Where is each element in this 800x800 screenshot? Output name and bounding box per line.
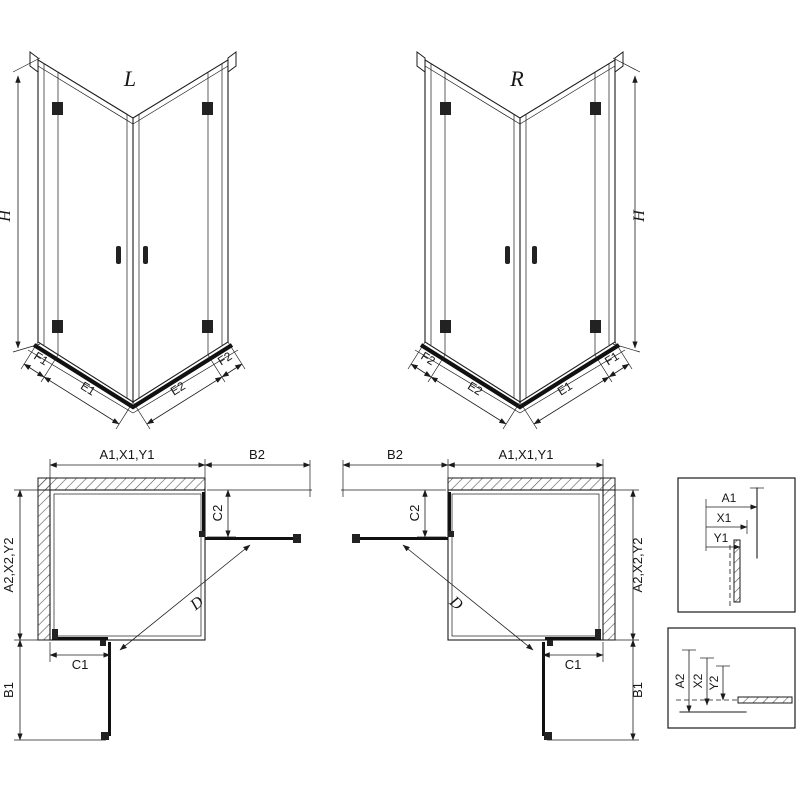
wall-profile-right <box>227 51 237 73</box>
dim-label-e1: E1 <box>78 379 98 399</box>
dim-label-a2x2y2: A2,X2,Y2 <box>630 538 645 593</box>
hinge-icon <box>202 320 213 333</box>
plan-view-left: A1,X1,Y1 B2 C2 A2,X2,Y2 B1 C1 D <box>1 447 312 741</box>
dim-label-b1: B1 <box>1 682 16 698</box>
hinge-icon <box>590 320 601 333</box>
hinge-icon <box>448 531 454 537</box>
dim-label-b2: B2 <box>249 447 265 462</box>
dim-label-f2: F2 <box>215 349 235 368</box>
dim-label-a2x2y2: A2,X2,Y2 <box>1 538 16 593</box>
door-tip-profile <box>544 732 552 740</box>
dim-label-c1: C1 <box>565 657 582 672</box>
dim-label-y2: Y2 <box>707 675 721 690</box>
dim-label-x1: X1 <box>717 511 732 525</box>
hinge-icon <box>199 531 205 537</box>
tray-outline <box>49 489 206 641</box>
door-tip-profile <box>101 732 109 740</box>
wall-profile-left <box>416 51 426 73</box>
shower-tray <box>32 343 234 410</box>
dimensions: H L F1 E1 E2 F2 <box>0 57 246 430</box>
door-handle-icon <box>116 246 121 264</box>
view-label-right: R <box>509 66 524 91</box>
plan-view-right: B2 A1,X1,Y1 C2 A2,X2,Y2 B1 C1 D <box>341 447 645 741</box>
detail-box-bottom: A2 X2 Y2 <box>667 627 796 729</box>
dimensions: H R F2 E2 E1 F1 <box>407 57 648 430</box>
dim-label-e2: E2 <box>465 379 485 399</box>
glass-section <box>733 539 741 603</box>
door-handle-icon <box>505 246 510 264</box>
dim-label-e1: E1 <box>555 379 575 399</box>
dim-label-a2: A2 <box>673 673 687 688</box>
shower-tray <box>419 343 621 410</box>
dimensions: B2 A1,X1,Y1 C2 A2,X2,Y2 B1 C1 D <box>341 447 645 741</box>
tray-outline <box>447 489 604 641</box>
dim-label-f1: F1 <box>602 349 622 368</box>
wall-section <box>447 477 616 491</box>
hinge-icon <box>440 102 451 115</box>
dim-label-c2: C2 <box>210 505 225 522</box>
hinge-icon <box>590 102 601 115</box>
hinge-icon <box>52 320 63 333</box>
dim-label-x2: X2 <box>691 673 705 688</box>
dim-label-e2: E2 <box>168 379 188 399</box>
door-tip-profile <box>293 534 301 543</box>
dim-label-c1: C1 <box>72 657 89 672</box>
wall-profile-left <box>29 51 39 73</box>
dim-label-b2: B2 <box>387 447 403 462</box>
wall-section <box>602 477 616 641</box>
door-handle-icon <box>143 246 148 264</box>
door-tip-profile <box>352 534 360 543</box>
dim-label-c2: C2 <box>407 505 422 522</box>
wall-profile-right <box>614 51 624 73</box>
hinge-icon <box>440 320 451 333</box>
dim-label-h: H <box>631 209 648 223</box>
dimensions: A1,X1,Y1 B2 C2 A2,X2,Y2 B1 C1 D <box>1 447 312 741</box>
view-3d-left: H L F1 E1 E2 F2 <box>0 51 246 430</box>
wall-section <box>37 477 206 491</box>
view-3d-right: H R F2 E2 E1 F1 <box>407 51 648 430</box>
dim-label-f2: F2 <box>418 349 438 368</box>
enclosure-frame <box>414 51 626 414</box>
dim-label-b1: B1 <box>630 682 645 698</box>
hinge-icon <box>547 640 553 646</box>
dim-label-a1: A1 <box>722 491 737 505</box>
enclosure-frame <box>27 51 239 414</box>
detail-box-top: A1 X1 Y1 <box>677 477 796 613</box>
wall-profile <box>52 629 58 639</box>
view-label-left: L <box>123 66 136 91</box>
dim-label-a1x1y1: A1,X1,Y1 <box>499 447 554 462</box>
glass-section <box>737 696 793 704</box>
wall-section <box>37 477 51 641</box>
wall-profile <box>595 629 601 639</box>
hinge-icon <box>100 640 106 646</box>
door-handle-icon <box>532 246 537 264</box>
dim-label-a1x1y1: A1,X1,Y1 <box>100 447 155 462</box>
hinge-icon <box>202 102 213 115</box>
dim-label-f1: F1 <box>31 349 51 368</box>
dim-label-h: H <box>0 209 14 223</box>
dim-label-y1: Y1 <box>714 531 729 545</box>
dim-label-d: D <box>186 593 207 614</box>
hinge-icon <box>52 102 63 115</box>
